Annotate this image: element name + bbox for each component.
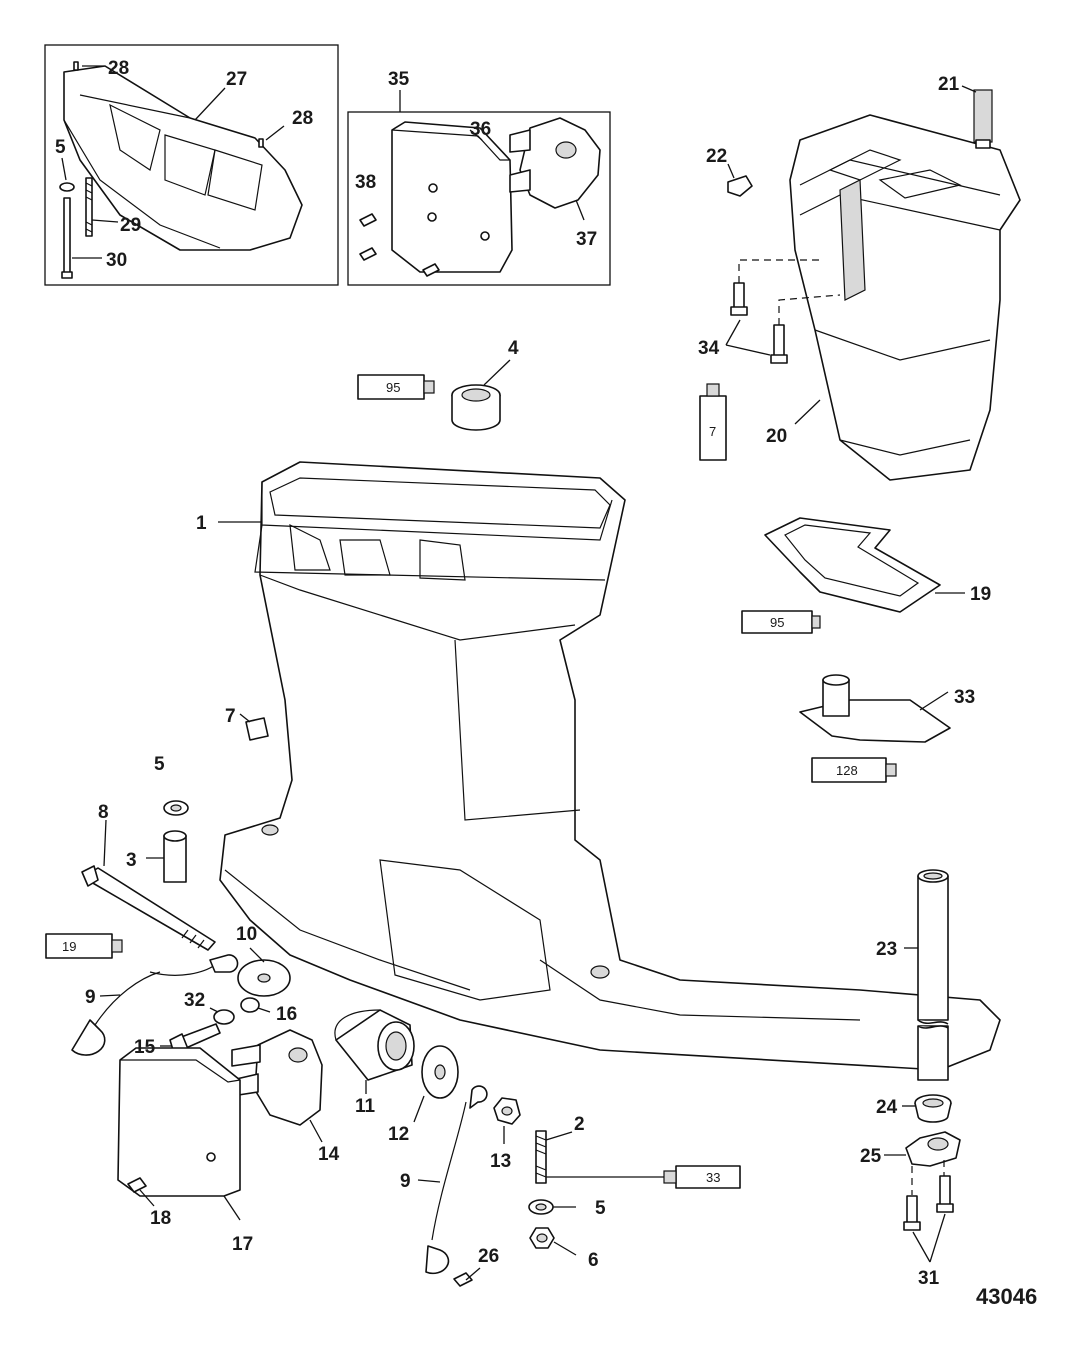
figure-id: 43046 (976, 1284, 1037, 1309)
callout-24: 24 (876, 1097, 898, 1118)
callout-9-left: 9 (85, 987, 96, 1008)
callout-4: 4 (508, 338, 519, 359)
callout-6: 6 (588, 1250, 599, 1271)
screw-part-18 (127, 1177, 147, 1193)
driveshaft-housing-part-1 (219, 461, 1001, 1071)
bracket-part-37 (509, 117, 601, 209)
callout-33: 33 (954, 687, 975, 708)
stud-part-29 (85, 177, 93, 237)
callout-36: 36 (470, 119, 491, 140)
callout-13: 13 (490, 1151, 511, 1172)
callout-34: 34 (698, 338, 720, 359)
lubricant-tube-128 (811, 757, 897, 783)
callout-22: 22 (706, 146, 727, 167)
callout-21: 21 (938, 74, 960, 95)
screws-part-31 (903, 1160, 954, 1231)
screw-part-38 (359, 213, 440, 277)
bushing-part-11 (334, 1009, 415, 1081)
callout-20: 20 (766, 426, 787, 447)
pin-part-28 (73, 61, 264, 148)
washer-part-5-bottom (528, 1199, 554, 1215)
callout-5-left: 5 (154, 754, 165, 775)
callout-14: 14 (318, 1144, 340, 1165)
callout-30: 30 (106, 250, 127, 271)
tube-label-95-right: 95 (770, 615, 784, 630)
callout-35: 35 (388, 69, 410, 90)
inset-box-middle (347, 111, 611, 286)
washer-part-12 (421, 1045, 459, 1099)
callout-12: 12 (388, 1124, 409, 1145)
tube-label-128: 128 (836, 763, 858, 778)
callout-5-bottom: 5 (595, 1198, 606, 1219)
tube-label-33: 33 (706, 1170, 720, 1185)
callout-25: 25 (860, 1146, 882, 1167)
tube-label-7: 7 (709, 424, 716, 439)
shroud-part-27 (63, 65, 303, 251)
washer-part-32 (213, 1009, 235, 1025)
gasket-part-33 (799, 674, 951, 743)
callout-11: 11 (355, 1096, 376, 1117)
callout-16: 16 (276, 1004, 297, 1025)
grommet-part-24 (914, 1094, 952, 1123)
callout-17: 17 (232, 1234, 253, 1255)
bolts-part-34 (730, 282, 788, 364)
callout-28-top: 28 (108, 58, 129, 79)
callout-26: 26 (478, 1246, 499, 1267)
washer-part-10 (237, 959, 291, 997)
bolt-part-8 (81, 865, 216, 951)
callout-29: 29 (120, 215, 141, 236)
screw-part-26 (453, 1272, 473, 1287)
callout-38: 38 (355, 172, 376, 193)
water-tube-part-23 (917, 869, 949, 1081)
bolt-part-30 (61, 197, 73, 279)
washer-part-5-left (163, 800, 189, 816)
tube-label-95-top: 95 (386, 380, 400, 395)
washer-part-16 (240, 997, 260, 1013)
seal-part-4 (451, 384, 501, 431)
lubricant-tube-19 (45, 933, 123, 959)
lubricant-tube-33 (663, 1165, 741, 1189)
callout-1: 1 (196, 513, 207, 534)
tube-label-19: 19 (62, 939, 76, 954)
stud-part-2 (535, 1130, 547, 1184)
callout-18: 18 (150, 1208, 171, 1229)
lubricant-tube-95-right (741, 610, 821, 634)
inset-box-left (44, 44, 339, 286)
ground-cable-part-9-left (71, 954, 239, 1056)
callout-5-inset: 5 (55, 137, 66, 158)
callout-7: 7 (225, 706, 236, 727)
callout-19: 19 (970, 584, 991, 605)
clip-part-22 (727, 175, 753, 197)
lubricant-tube-95-top (357, 374, 435, 400)
callout-15: 15 (134, 1037, 156, 1058)
callout-3: 3 (126, 850, 137, 871)
gasket-part-19 (764, 517, 941, 613)
callout-23: 23 (876, 939, 897, 960)
guide-part-25 (905, 1131, 961, 1167)
callout-31: 31 (918, 1268, 940, 1289)
ground-cable-part-9-bottom (425, 1085, 488, 1275)
housing-part-20 (789, 114, 1021, 481)
callout-28-right: 28 (292, 108, 313, 129)
callout-27: 27 (226, 69, 247, 90)
plate-part-36 (391, 121, 513, 273)
lubricant-tube-7 (699, 383, 727, 461)
plug-part-7 (245, 717, 269, 741)
callout-9-bottom: 9 (400, 1171, 411, 1192)
callout-8: 8 (98, 802, 109, 823)
callout-2: 2 (574, 1114, 585, 1135)
nut-part-6 (529, 1227, 555, 1249)
callout-32: 32 (184, 990, 205, 1011)
callout-37: 37 (576, 229, 597, 250)
bracket-part-14 (231, 1029, 323, 1126)
plate-part-17 (117, 1047, 241, 1197)
filter-part-21 (973, 89, 993, 149)
nut-part-13 (493, 1097, 521, 1125)
washer-part-5-inset (59, 182, 75, 192)
callout-10: 10 (236, 924, 257, 945)
sleeve-part-3 (163, 830, 187, 883)
